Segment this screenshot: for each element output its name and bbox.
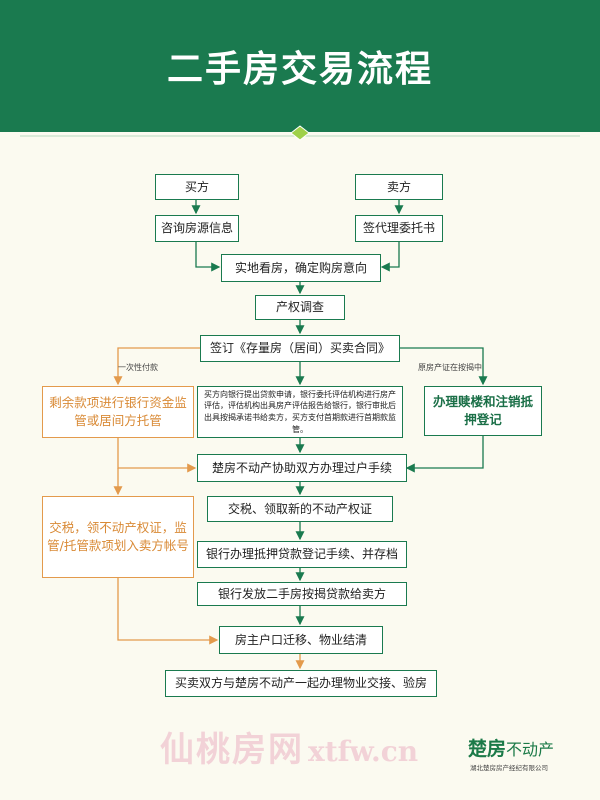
logo-name: 楚房不动产	[468, 734, 554, 761]
edge-inquire-viewing	[195, 242, 221, 272]
label-has-mortgage: 原房产证在按揭中	[418, 363, 482, 372]
edge-leftescrow-transfer	[117, 438, 197, 473]
edge-entrust-viewing	[380, 242, 400, 272]
node-sign-contract: 签订《存量房（居间）买卖合同》	[200, 335, 400, 362]
label-one-time-payment: 一次性付款	[118, 363, 158, 372]
node-title-check: 产权调查	[255, 295, 345, 320]
header-banner	[0, 0, 600, 132]
page-title: 二手房交易流程	[166, 49, 433, 90]
node-loan-application: 买方向银行提出贷款申请，银行委托评估机构进行房产评估，评估机构出具房产评估报告给…	[197, 386, 403, 438]
node-escrow-remaining: 剩余款项进行银行资金监管或居间方托管	[42, 386, 194, 438]
edge-contract-redeem	[400, 347, 488, 386]
logo-subtitle: 湖北楚房房产经纪有限公司	[470, 764, 548, 772]
node-sign-agency: 签代理委托书	[355, 215, 443, 242]
node-tax-new-cert: 交税、领取新的不动产权证	[207, 496, 393, 522]
node-seller: 卖方	[355, 174, 443, 200]
logo-name-main: 楚房	[468, 738, 507, 760]
company-logo: 楚房不动产 湖北楚房房产经纪有限公司	[468, 734, 578, 784]
node-inquire-listing: 咨询房源信息	[155, 215, 239, 242]
logo-name-suffix: 不动产	[506, 740, 555, 759]
node-transfer: 楚房不动产协助双方办理过户手续	[197, 454, 407, 482]
node-tax-and-payout: 交税，领不动产权证，监管/托管款项划入卖方帐号	[42, 496, 194, 578]
header-ornament	[0, 120, 600, 141]
node-loan-disbursement: 银行发放二手房按揭贷款给卖方	[197, 582, 407, 606]
node-redeem-mortgage: 办理赎楼和注销抵押登记	[424, 386, 542, 436]
edge-leftpay-hukou	[117, 578, 219, 645]
ornament-diamond-icon	[290, 125, 310, 141]
edge-redeem-transfer	[405, 436, 484, 473]
node-property-handover: 买卖双方与楚房不动产一起办理物业交接、验房	[165, 670, 437, 697]
watermark-domain: xtfw.cn	[308, 735, 419, 768]
node-hukou-transfer: 房主户口迁移、物业结清	[219, 626, 383, 654]
watermark-text: 仙桃房网	[160, 730, 304, 770]
node-mortgage-registration: 银行办理抵押贷款登记手续、并存档	[197, 541, 407, 568]
node-viewing: 实地看房，确定购房意向	[221, 254, 381, 282]
node-buyer: 买方	[155, 174, 239, 200]
